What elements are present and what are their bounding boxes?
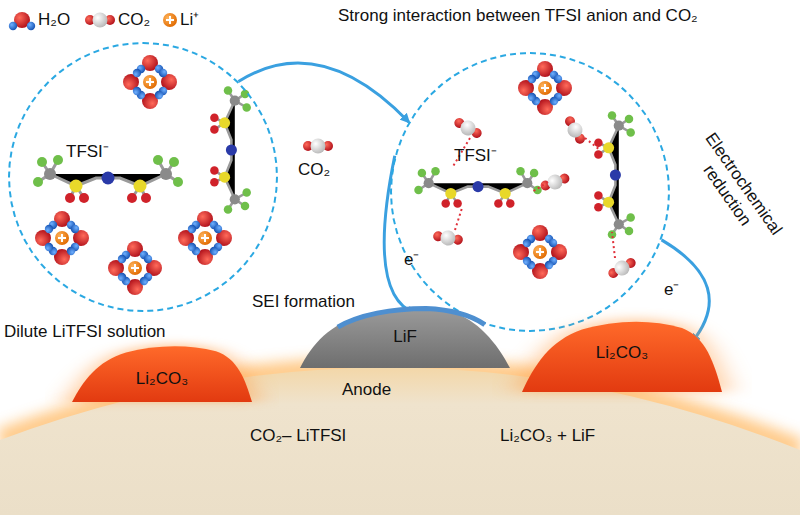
equation-term: CO₂– LiTFSI (250, 426, 346, 446)
right-molecules (414, 61, 638, 282)
li2co3-deposit: Li₂CO₃ (522, 314, 722, 392)
left-molecules (33, 55, 251, 295)
node-label: TFSI⁻ (454, 146, 497, 166)
node-label: Li₂CO₃ (596, 343, 648, 363)
legend-text: H₂O (38, 10, 70, 30)
curved-arrow (238, 63, 408, 122)
legend-icons (9, 12, 177, 30)
edge-label: e⁻ (404, 250, 419, 270)
process-label: SEI formation (252, 292, 355, 312)
lif-deposit: LiF (300, 306, 510, 368)
curved-arrow (384, 156, 415, 314)
title-note: Strong interaction between TFSI anion an… (338, 6, 698, 26)
solution-circle: TFSI⁻ (390, 52, 670, 332)
edge-label: CO₂ (298, 160, 330, 180)
li2co3-deposit: Li₂CO₃ (72, 340, 252, 402)
legend-text: Li⁺ (180, 10, 199, 30)
node-label: TFSI⁻ (66, 142, 109, 162)
solution-circle: TFSI⁻Dilute LiTFSI solution (8, 42, 278, 312)
legend-text: CO₂ (118, 10, 150, 30)
node-label: LiF (393, 327, 417, 347)
node-caption: Dilute LiTFSI solution (4, 322, 166, 342)
node-label: Anode (342, 380, 391, 400)
node-label: Li₂CO₃ (136, 369, 188, 389)
edge-label: e⁻ (664, 280, 679, 300)
equation-term: Li₂CO₃ + LiF (500, 426, 595, 446)
process-label: Electrochemical reduction (680, 123, 789, 256)
